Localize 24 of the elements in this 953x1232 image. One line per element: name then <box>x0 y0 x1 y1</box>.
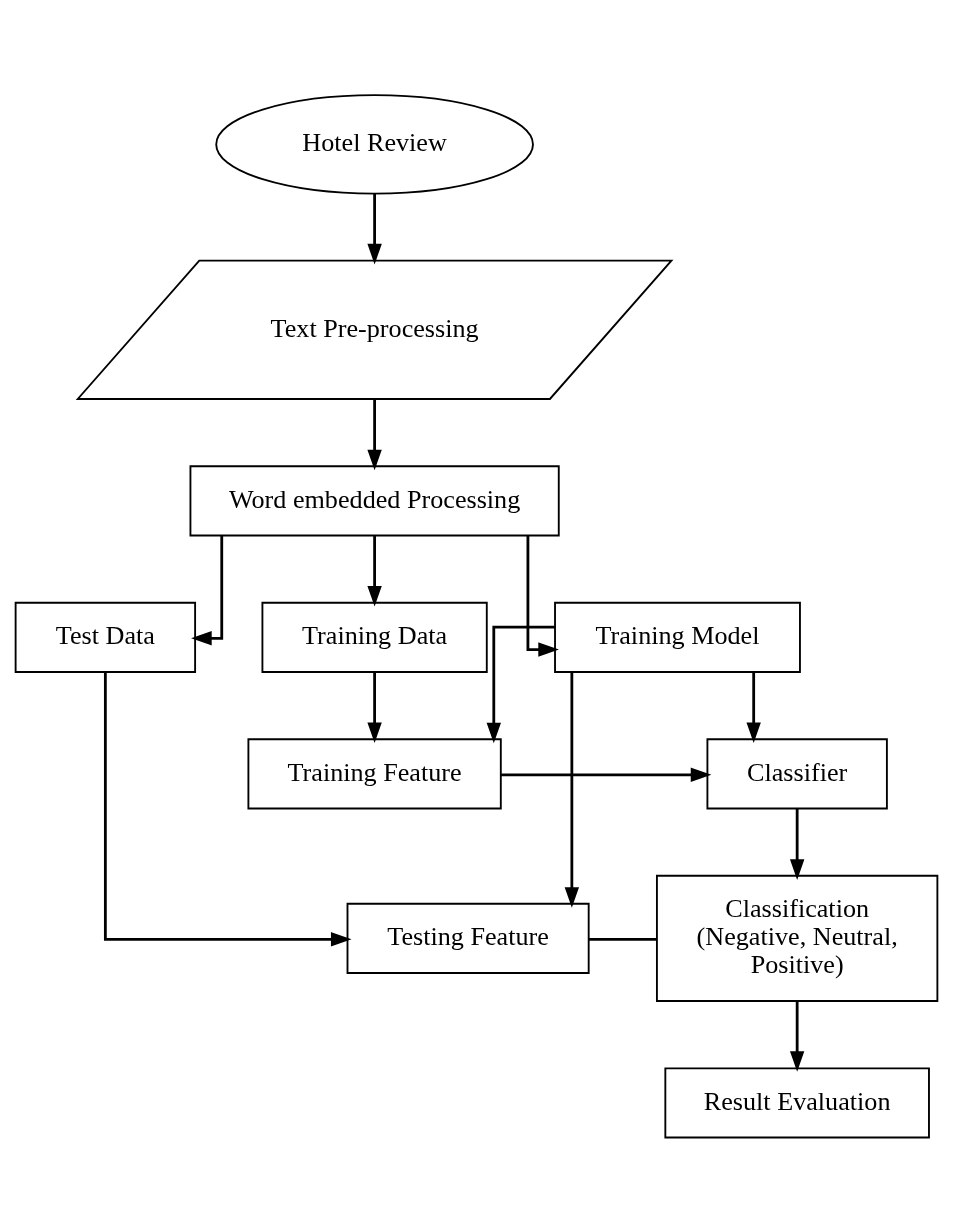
arrow <box>367 193 382 264</box>
arrow <box>367 398 382 470</box>
node-box: Classifier <box>706 737 888 809</box>
arrow <box>789 808 805 880</box>
node-box: Testing Feature <box>346 902 590 974</box>
node-box: Word embedded Processing <box>189 464 560 536</box>
arrow <box>103 671 352 947</box>
arrow <box>526 535 559 657</box>
arrow <box>789 1000 805 1072</box>
node-box: Training Model <box>554 601 801 673</box>
arrow <box>191 535 224 646</box>
node-box: Classification (Negative, Neutral, Positive) <box>656 874 939 1002</box>
node-box: Result Evaluation <box>664 1066 930 1138</box>
arrow <box>500 767 712 782</box>
node-ellipse: Hotel Review <box>215 93 534 195</box>
arrow <box>564 672 580 908</box>
node-box: Test Data <box>14 601 197 673</box>
node-box: Training Feature <box>247 737 502 809</box>
connector <box>588 937 657 941</box>
arrow <box>746 672 761 743</box>
arrow <box>367 672 382 743</box>
arrow <box>367 535 382 607</box>
arrow <box>486 625 555 743</box>
node-box: Training Data <box>261 601 488 673</box>
